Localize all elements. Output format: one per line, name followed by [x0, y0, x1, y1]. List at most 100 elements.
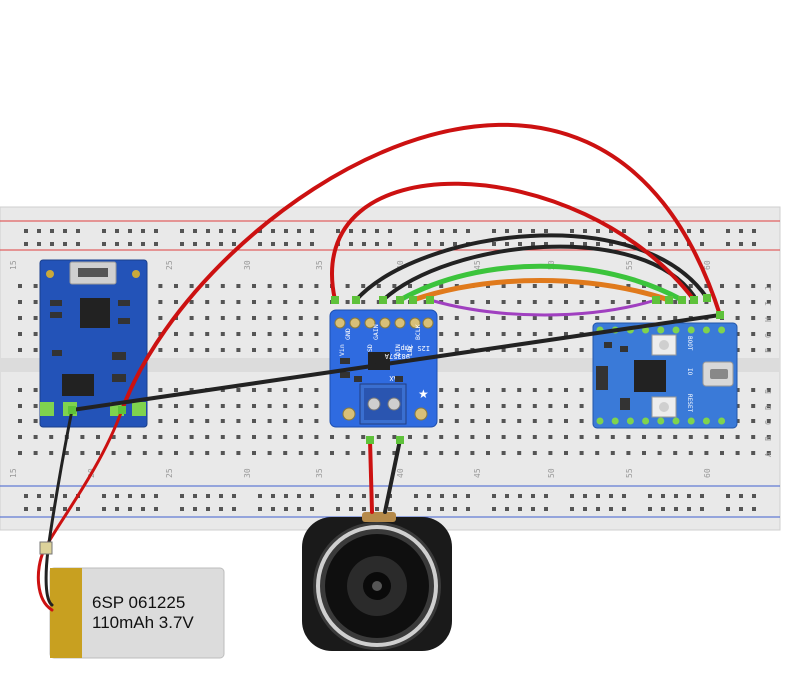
breadboard-hole	[439, 419, 444, 423]
breadboard-hole	[298, 284, 303, 288]
breadboard-hole	[548, 388, 553, 392]
breadboard-hole	[18, 388, 22, 392]
breadboard-hole	[158, 348, 163, 352]
breadboard-hole	[466, 494, 470, 498]
breadboard-hole	[314, 332, 319, 336]
breadboard-hole	[648, 229, 652, 233]
mcu-pin	[687, 326, 695, 334]
breadboard-hole	[392, 300, 397, 304]
breadboard-hole	[252, 300, 256, 304]
breadboard-hole	[427, 507, 431, 511]
breadboard-hole	[18, 300, 22, 304]
breadboard-hole	[610, 300, 615, 304]
breadboard-hole	[193, 242, 197, 246]
row-label: D	[764, 405, 773, 410]
breadboard-hole	[236, 316, 241, 320]
breadboard-hole	[298, 316, 303, 320]
breadboard-hole	[205, 316, 210, 320]
mcu-labels: BOOT RESET IO	[686, 336, 693, 412]
breadboard-hole	[544, 507, 548, 511]
breadboard-hole	[735, 316, 740, 320]
mcu-pin	[702, 417, 710, 425]
breadboard-hole	[454, 348, 459, 352]
breadboard-hole	[376, 300, 381, 304]
breadboard-hole	[518, 242, 522, 246]
amp-pin	[364, 317, 376, 329]
breadboard-hole	[661, 242, 665, 246]
breadboard-hole	[283, 404, 288, 408]
breadboard-hole	[24, 507, 28, 511]
amp-text-type: I2S Amp	[400, 344, 430, 352]
breadboard-hole	[454, 435, 459, 439]
battery-band	[50, 568, 82, 658]
breadboard-hole	[470, 451, 475, 455]
breadboard-hole	[532, 435, 537, 439]
speaker-tab	[362, 512, 396, 522]
breadboard-hole	[298, 300, 303, 304]
breadboard-hole	[486, 284, 490, 288]
breadboard-hole	[376, 451, 381, 455]
breadboard-hole	[408, 451, 412, 455]
bottom-rail-holes	[24, 494, 756, 511]
breadboard-hole	[63, 494, 67, 498]
breadboard-hole	[336, 229, 340, 233]
wire-power	[120, 123, 722, 412]
breadboard-hole	[720, 284, 724, 288]
breadboard-hole	[375, 242, 379, 246]
breadboard-hole	[49, 435, 54, 439]
breadboard-hole	[80, 435, 85, 439]
breadboard-hole	[283, 419, 288, 423]
boot-button	[651, 334, 677, 356]
amp-pin	[422, 317, 434, 329]
breadboard-hole	[766, 332, 771, 336]
breadboard-hole	[688, 284, 693, 288]
breadboard-hole	[470, 388, 475, 392]
breadboard-hole	[258, 507, 262, 511]
wire-ground	[354, 233, 709, 302]
breadboard-hole	[349, 229, 353, 233]
wire-end-pad	[352, 296, 360, 304]
wire-power	[330, 181, 696, 302]
breadboard-hole	[532, 404, 537, 408]
breadboard-hole	[454, 404, 459, 408]
breadboard-hole	[439, 404, 444, 408]
breadboard-hole	[720, 435, 724, 439]
breadboard-hole	[454, 419, 459, 423]
breadboard-hole	[548, 316, 553, 320]
mcu-pin	[596, 417, 604, 425]
breadboard-hole	[610, 316, 615, 320]
breadboard-hole	[18, 419, 22, 423]
breadboard-hole	[314, 300, 319, 304]
breadboard-hole	[376, 435, 381, 439]
breadboard-hole	[414, 229, 418, 233]
col-label-bottom: 50	[547, 468, 556, 478]
breadboard-hole	[570, 494, 574, 498]
breadboard-hole	[531, 507, 535, 511]
breadboard-hole	[470, 435, 475, 439]
breadboard-hole	[439, 348, 444, 352]
breadboard-hole	[564, 316, 568, 320]
wire-end-pad	[678, 296, 686, 304]
breadboard-hole	[531, 494, 535, 498]
mcu-pin	[642, 417, 650, 425]
breadboard-hole	[700, 494, 704, 498]
breadboard-hole	[142, 435, 147, 439]
breadboard-hole	[361, 300, 366, 304]
breadboard-hole	[102, 242, 106, 246]
breadboard-hole	[739, 242, 743, 246]
breadboard-hole	[486, 451, 490, 455]
breadboard-hole	[470, 419, 475, 423]
breadboard-hole	[532, 388, 537, 392]
breadboard-hole	[174, 348, 178, 352]
breadboard-hole	[735, 451, 740, 455]
breadboard-hole	[362, 242, 366, 246]
breadboard-hole	[595, 451, 600, 455]
breadboard-hole	[486, 404, 490, 408]
breadboard-hole	[298, 388, 303, 392]
amp-pin	[379, 317, 391, 329]
breadboard-hole	[596, 507, 600, 511]
breadboard-hole	[454, 388, 459, 392]
breadboard-hole	[427, 229, 431, 233]
breadboard-hole	[564, 419, 568, 423]
breadboard-hole	[283, 316, 288, 320]
